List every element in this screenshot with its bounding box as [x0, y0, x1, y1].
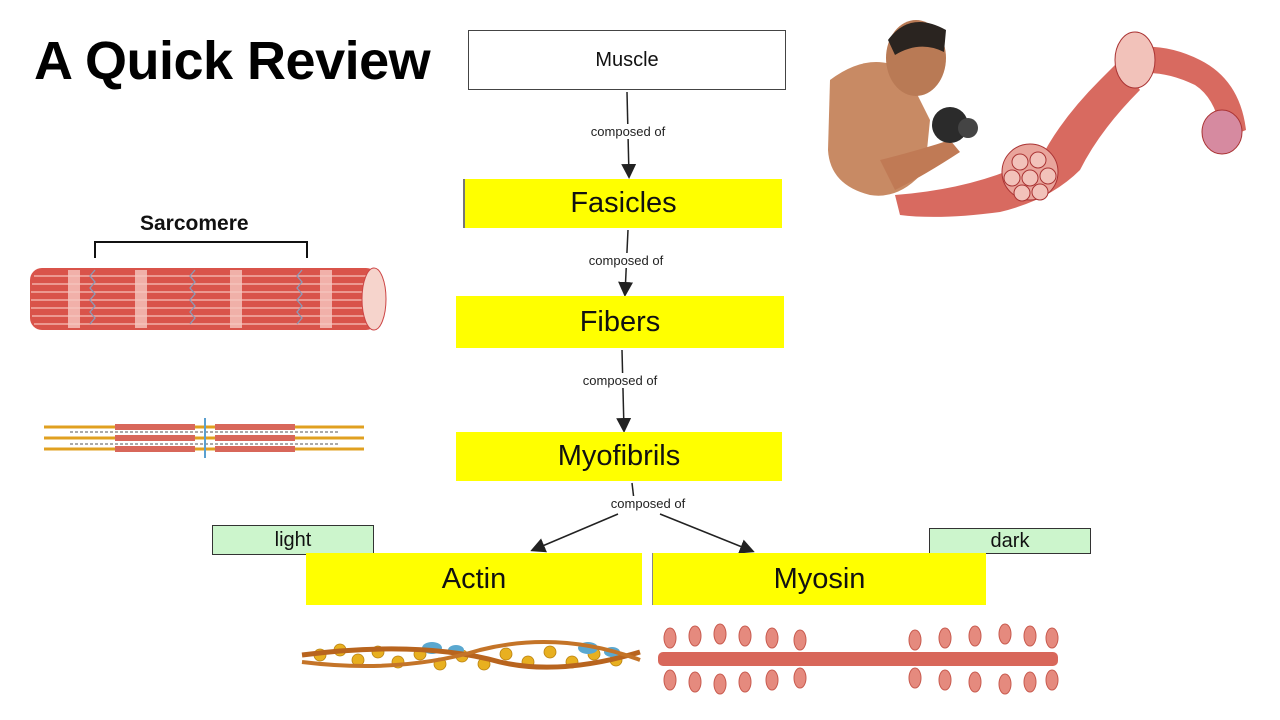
node-myosin: Myosin [652, 553, 986, 605]
edge-label-2: composed of [586, 253, 666, 268]
sarcomere-bracket [94, 241, 308, 258]
edge-label-3: composed of [580, 373, 660, 388]
edge-label-1: composed of [588, 124, 668, 139]
arrow-to-actin [530, 513, 619, 553]
node-muscle: Muscle [468, 30, 786, 90]
node-actin: Actin [306, 553, 642, 605]
node-fibers: Fibers [456, 296, 784, 348]
myofilament-strip [44, 418, 364, 458]
forearm-shape [880, 140, 960, 190]
slide-title: A Quick Review [34, 31, 431, 91]
node-fasicles: Fasicles [463, 179, 782, 228]
edge-label-4: composed of [608, 496, 688, 511]
arrow-fibers-myofibrils [616, 349, 632, 433]
myosin-core [658, 652, 1058, 666]
tag-light: light [212, 525, 374, 555]
arrow-to-myosin [659, 513, 755, 554]
tag-dark: dark [929, 528, 1091, 554]
myosin-heads [663, 623, 1059, 695]
dumbbell-icon [932, 107, 968, 143]
sarcomere-label: Sarcomere [140, 212, 249, 235]
tropomyosin-strand [301, 646, 641, 670]
fiber-end [361, 267, 387, 331]
fascicle-bundle [1001, 143, 1059, 202]
node-myofibrils: Myofibrils [456, 432, 782, 481]
